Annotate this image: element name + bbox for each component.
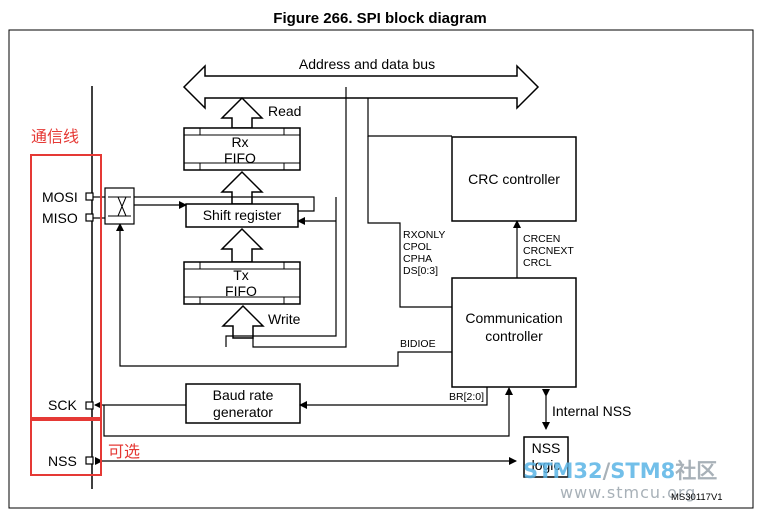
mosi-pin [85, 192, 94, 201]
tx-fifo-block: Tx FIFO [183, 261, 301, 305]
write-label: Write [268, 311, 301, 327]
signal-cpha: CPHA [403, 253, 432, 265]
communication-controller-block [451, 277, 577, 388]
read-label: Read [268, 103, 301, 119]
nss-logic-label-1: NSS [532, 440, 561, 456]
rx-fifo-label-2: FIFO [224, 150, 256, 166]
watermark-slash: / [603, 459, 611, 483]
internal-nss-label: Internal NSS [552, 403, 631, 419]
watermark: STM32/STM8社区 www.stmcu.org [523, 459, 717, 502]
shift-register-label: Shift register [203, 207, 282, 223]
tx-fifo-label-2: FIFO [225, 283, 257, 299]
nss-logic-block [523, 436, 569, 478]
address-data-bus-arrow [182, 64, 540, 110]
tx-path-line [225, 197, 337, 347]
tx-to-shift-arrow [220, 227, 264, 263]
nss-logic-label-2: logic [532, 457, 561, 473]
nss-label: NSS [48, 453, 77, 469]
watermark-community: 社区 [674, 459, 717, 483]
signal-ds: DS[0:3] [403, 265, 438, 277]
br-line [299, 387, 488, 409]
signal-crcen: CRCEN [523, 233, 560, 245]
comm-lines-highlight [30, 154, 102, 419]
nss-pin [85, 456, 94, 465]
crc-controller-label: CRC controller [468, 171, 560, 187]
mosi-label: MOSI [42, 189, 78, 205]
watermark-brand-a: STM32 [523, 459, 603, 483]
pin-mux-box [104, 187, 135, 225]
signal-bidioe: BIDIOE [400, 338, 436, 350]
signal-cpol: CPOL [403, 241, 432, 253]
baud-rate-label-2: generator [213, 404, 273, 420]
figure-frame [8, 29, 754, 509]
figure-title: Figure 266. SPI block diagram [273, 10, 486, 27]
comm-controller-label-1: Communication [465, 310, 562, 326]
comm-lines-annotation: 通信线 [31, 127, 79, 146]
rx-fifo-block: Rx FIFO [183, 127, 301, 171]
bus-label: Address and data bus [299, 56, 435, 72]
tx-fifo-label-1: Tx [233, 267, 249, 283]
baud-rate-generator-block [185, 383, 301, 424]
signal-crcnext: CRCNEXT [523, 245, 574, 257]
miso-label: MISO [42, 210, 78, 226]
baud-rate-label-1: Baud rate [213, 387, 274, 403]
watermark-brand-b: STM8 [610, 459, 675, 483]
signal-crcl: CRCL [523, 257, 552, 269]
sck-pin [85, 401, 94, 410]
miso-pin [85, 213, 94, 222]
comm-controller-label-2: controller [485, 328, 543, 344]
write-path-line [252, 87, 347, 348]
optional-highlight [30, 419, 102, 476]
signal-rxonly: RXONLY [403, 229, 445, 241]
shift-register-block [185, 203, 299, 228]
signal-br: BR[2:0] [449, 391, 484, 403]
bidioe-line [116, 223, 452, 367]
watermark-url: www.stmcu.org [560, 483, 696, 502]
sck-feedback-line [103, 387, 513, 437]
shift-to-mosi-line [134, 196, 315, 212]
read-arrow [220, 96, 264, 129]
sck-label: SCK [48, 397, 77, 413]
shift-to-rx-arrow [220, 170, 264, 205]
svg-text:STM32/STM8社区: STM32/STM8社区 [523, 459, 717, 483]
bus-to-crc-line [367, 98, 452, 137]
figure-id: MS30117V1 [671, 492, 723, 503]
write-arrow [221, 304, 265, 339]
control-bits-line [367, 136, 452, 308]
optional-annotation: 可选 [108, 442, 140, 461]
rx-fifo-label-1: Rx [231, 134, 248, 150]
